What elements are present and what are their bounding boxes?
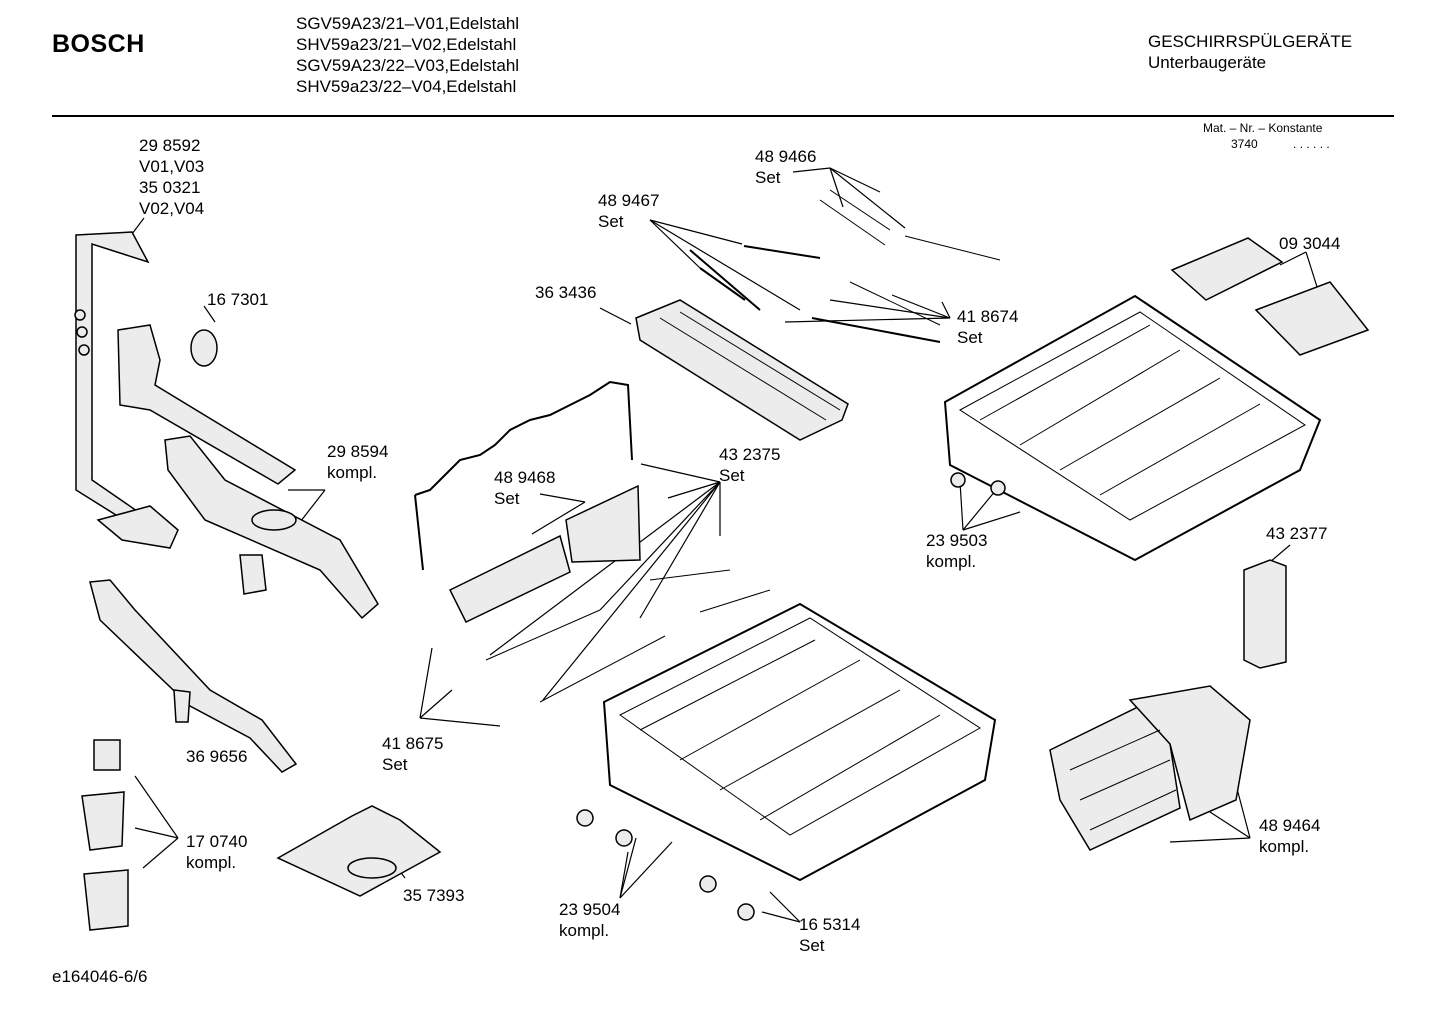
holder-insert-part bbox=[1243, 559, 1287, 669]
part-qualifier: kompl. bbox=[559, 921, 610, 940]
material-number-row: 3740 . . . . . . bbox=[1203, 136, 1330, 152]
cutlery-basket-part bbox=[1049, 685, 1251, 851]
part-variant: V01,V03 bbox=[139, 157, 205, 176]
part-label-369656: 36 9656 bbox=[186, 747, 248, 766]
part-number: 41 8674 bbox=[957, 307, 1019, 326]
part-qualifier: Set bbox=[494, 489, 520, 508]
category-subtitle: Unterbaugeräte bbox=[1148, 53, 1267, 72]
part-qualifier: kompl. bbox=[926, 552, 977, 571]
cup-shelf-part bbox=[414, 380, 633, 571]
part-number: 17 0740 bbox=[186, 832, 248, 851]
part-variant: V02,V04 bbox=[139, 199, 205, 218]
filter-part bbox=[81, 739, 129, 931]
cutlery-rails-part bbox=[689, 189, 1001, 343]
part-label-363436: 36 3436 bbox=[535, 283, 597, 302]
supply-tube-part bbox=[74, 231, 179, 549]
header-divider bbox=[52, 115, 1394, 117]
model-line: SHV59a23/22–V04,Edelstahl bbox=[296, 77, 517, 96]
part-label-357393: 35 7393 bbox=[403, 886, 465, 905]
category-block: GESCHIRRSPÜLGERÄTE Unterbaugeräte bbox=[1148, 31, 1352, 73]
lower-basket-part bbox=[576, 602, 997, 921]
part-label-418675: 41 8675 Set bbox=[382, 733, 443, 775]
part-label-093044: 09 3044 bbox=[1279, 234, 1341, 253]
part-label-298592: 29 8592 V01,V03 35 0321 V02,V04 bbox=[139, 135, 204, 219]
part-label-165314: 16 5314 Set bbox=[799, 914, 860, 956]
model-line: SGV59A23/21–V01,Edelstahl bbox=[296, 14, 520, 33]
part-label-239504: 23 9504 kompl. bbox=[559, 899, 620, 941]
part-qualifier: kompl. bbox=[327, 463, 378, 482]
model-list: SGV59A23/21–V01,Edelstahl SHV59a23/21–V0… bbox=[296, 13, 519, 97]
model-line: SHV59a23/21–V02,Edelstahl bbox=[296, 35, 517, 54]
brand-logo: BOSCH bbox=[52, 30, 145, 58]
part-number: 35 0321 bbox=[139, 178, 201, 197]
part-qualifier: Set bbox=[957, 328, 983, 347]
part-number: 43 2375 bbox=[719, 445, 781, 464]
document-id: e164046-6/6 bbox=[52, 967, 148, 986]
category-title: GESCHIRRSPÜLGERÄTE bbox=[1148, 32, 1353, 51]
part-label-489468: 48 9468 Set bbox=[494, 467, 555, 509]
leader-lines bbox=[131, 167, 1319, 923]
tine-rows-part bbox=[485, 569, 771, 703]
part-number: 29 8592 bbox=[139, 136, 201, 155]
part-number: 48 9464 bbox=[1259, 816, 1321, 835]
lower-spray-arm-part bbox=[164, 435, 379, 620]
part-label-239503: 23 9503 kompl. bbox=[926, 530, 987, 572]
sump-plate-part bbox=[276, 805, 442, 897]
part-number: 48 9468 bbox=[494, 468, 556, 487]
part-label-489466: 48 9466 Set bbox=[755, 146, 816, 188]
part-label-489467: 48 9467 Set bbox=[598, 190, 659, 232]
part-qualifier: Set bbox=[382, 755, 408, 774]
part-label-298594: 29 8594 kompl. bbox=[327, 441, 388, 483]
part-qualifier: Set bbox=[598, 212, 624, 231]
part-number: 48 9467 bbox=[598, 191, 660, 210]
material-number-value: 3740 bbox=[1231, 137, 1258, 151]
part-label-489464: 48 9464 kompl. bbox=[1259, 815, 1320, 857]
material-number-dots: . . . . . . bbox=[1293, 137, 1330, 151]
plate-rack-part bbox=[448, 484, 641, 623]
cutlery-tray-part bbox=[635, 299, 849, 441]
part-number: 23 9504 bbox=[559, 900, 621, 919]
part-number: 48 9466 bbox=[755, 147, 817, 166]
part-number: 16 5314 bbox=[799, 915, 861, 934]
part-qualifier: Set bbox=[719, 466, 745, 485]
material-number-label: Mat. – Nr. – Konstante bbox=[1203, 121, 1323, 135]
part-label-432375: 43 2375 Set bbox=[719, 444, 780, 486]
part-qualifier: kompl. bbox=[1259, 837, 1310, 856]
part-qualifier: Set bbox=[755, 168, 781, 187]
part-label-418674: 41 8674 Set bbox=[957, 306, 1018, 348]
part-qualifier: kompl. bbox=[186, 853, 237, 872]
material-number: Mat. – Nr. – Konstante 3740 . . . . . . bbox=[1203, 120, 1330, 152]
spray-arm-2-part bbox=[89, 579, 298, 773]
part-number: 23 9503 bbox=[926, 531, 988, 550]
part-number: 29 8594 bbox=[327, 442, 389, 461]
cup-shelves-right-part bbox=[1170, 237, 1370, 356]
part-number: 41 8675 bbox=[382, 734, 444, 753]
part-label-432377: 43 2377 bbox=[1266, 524, 1328, 543]
part-label-167301: 16 7301 bbox=[207, 290, 269, 309]
model-line: SGV59A23/22–V03,Edelstahl bbox=[296, 56, 520, 75]
upper-basket-part bbox=[943, 294, 1322, 562]
spray-arm-part bbox=[117, 324, 297, 485]
part-qualifier: Set bbox=[799, 936, 825, 955]
part-label-170740: 17 0740 kompl. bbox=[186, 831, 247, 873]
